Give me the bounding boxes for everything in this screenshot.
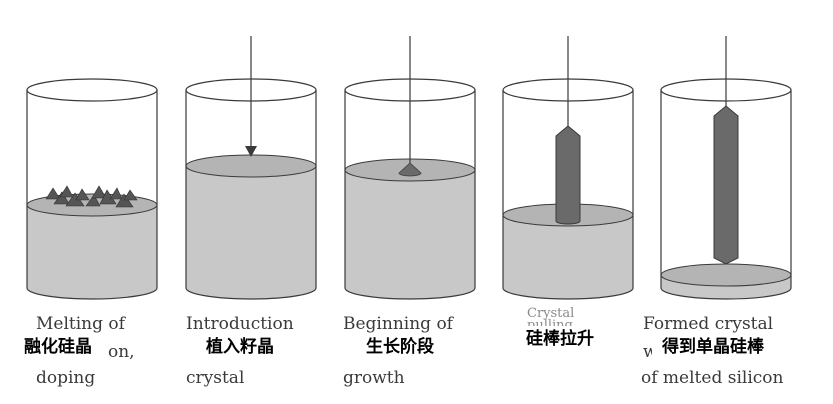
silicon-chunks (45, 185, 138, 208)
stage-chinese-label: 融化硅晶 (14, 334, 102, 360)
stage-label-line-1: Beginning of (343, 314, 453, 334)
stage-label-line-3: doping (36, 368, 96, 388)
stage-label-line-3: of melted silicon (641, 368, 784, 388)
stage-label-line-3: growth (343, 368, 405, 388)
stage-label-line-1: Crystal (527, 306, 575, 321)
container-formed (660, 36, 792, 300)
container-melting (26, 78, 158, 300)
stage-chinese-label: 生长阶段 (356, 334, 444, 360)
melt-body (27, 205, 157, 299)
melt-body (503, 215, 633, 299)
stage-chinese-label: 得到单晶硅棒 (652, 334, 774, 360)
container-rim (26, 78, 158, 102)
stage-chinese-label: 植入籽晶 (196, 334, 284, 360)
melt-body (345, 170, 475, 299)
melt-surface (660, 263, 792, 287)
seed-arrow-icon (245, 146, 257, 157)
container-growth (344, 36, 476, 300)
growing-crystal (398, 162, 422, 177)
stage-label-line-1: Formed crystal (643, 314, 774, 334)
stage-chinese-label: 硅棒拉升 (516, 326, 604, 352)
melt-surface (185, 154, 317, 178)
stage-label-line-2: on, (108, 342, 135, 362)
container-pulling (502, 36, 634, 300)
container-introduction (185, 36, 317, 300)
melt-body (186, 166, 316, 299)
crystal-ingot (555, 125, 581, 225)
crystal-ingot (713, 105, 739, 265)
stage-label-line-3: crystal (186, 368, 245, 388)
stage-label-line-1: Introduction (186, 314, 294, 334)
stage-label-line-1: Melting of (36, 314, 125, 334)
